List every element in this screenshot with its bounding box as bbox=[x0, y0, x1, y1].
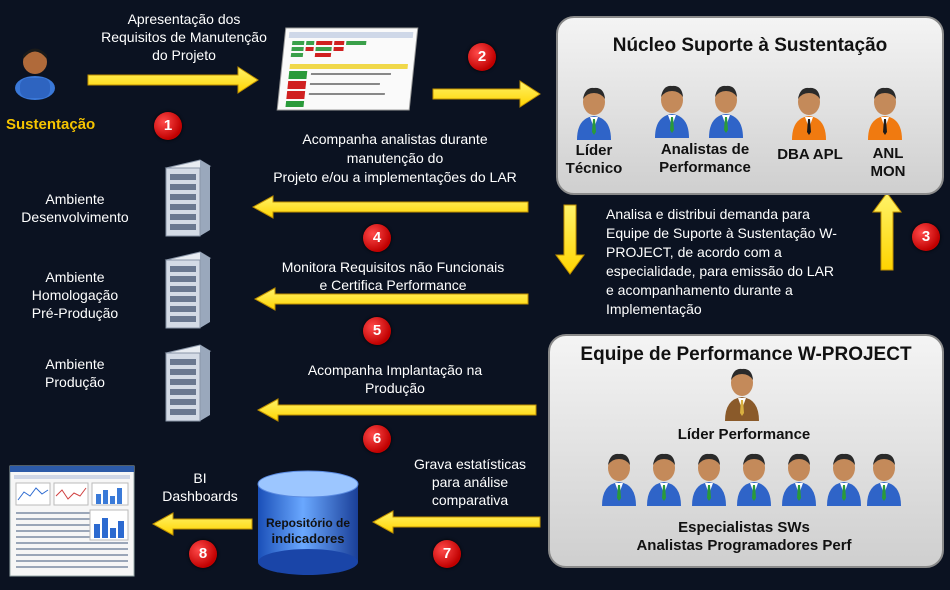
presentation-caption: Apresentação dos Requisitos de Manutençã… bbox=[101, 11, 267, 63]
analista-performance-person-icon bbox=[707, 82, 745, 143]
perf-specialist-person-icon bbox=[600, 450, 638, 511]
step-badge-7: 7 bbox=[433, 540, 461, 568]
role-anl-mon: ANL MON bbox=[870, 145, 906, 180]
perf-specialist-person-icon bbox=[690, 450, 728, 511]
env-homologation-label: Ambiente Homologação Pré-Produção bbox=[31, 269, 119, 321]
arrow-step7 bbox=[371, 510, 541, 534]
role-analistas-performance: Analistas de Performance bbox=[659, 141, 751, 176]
perf-specialist-person-icon bbox=[780, 450, 818, 511]
step6-caption: Acompanha Implantação na Produção bbox=[307, 362, 483, 396]
arrow-step6 bbox=[256, 398, 537, 422]
step-badge-1: 1 bbox=[154, 112, 182, 140]
repository-label: Repositório de indicadores bbox=[265, 516, 350, 546]
step4-caption: Acompanha analistas durante manutenção d… bbox=[273, 131, 517, 185]
perf-team-label: Especialistas SWs Analistas Programadore… bbox=[636, 519, 852, 554]
perf-leader-label: Líder Performance bbox=[677, 426, 811, 443]
step-badge-6: 6 bbox=[363, 425, 391, 453]
core-panel-title: Núcleo Suporte à Sustentação bbox=[612, 35, 888, 56]
perf-specialist-person-icon bbox=[645, 450, 683, 511]
perf-panel-title: Equipe de Performance W-PROJECT bbox=[580, 344, 912, 365]
role-lider-tecnico: Líder Técnico bbox=[565, 142, 623, 177]
server-homologation-icon bbox=[162, 250, 212, 329]
arrow-step2 bbox=[432, 80, 541, 108]
lider-performance-person-icon bbox=[723, 365, 761, 426]
arrow-presentation bbox=[87, 66, 259, 94]
bi-dashboard-screenshot-icon bbox=[9, 465, 135, 581]
step7-caption: Grava estatísticas para análise comparat… bbox=[413, 456, 527, 508]
step-badge-5: 5 bbox=[363, 317, 391, 345]
sustentacao-label: Sustentação bbox=[6, 116, 96, 133]
analysis-caption: Analisa e distribui demanda para Equipe … bbox=[606, 206, 837, 317]
perf-specialist-person-icon bbox=[735, 450, 773, 511]
arrow-up-step3 bbox=[872, 192, 902, 271]
anl-mon-person-icon bbox=[866, 84, 904, 145]
step-badge-8: 8 bbox=[189, 540, 217, 568]
requirements-document-icon bbox=[272, 26, 422, 119]
step-badge-3: 3 bbox=[912, 223, 940, 251]
arrow-down-analysis bbox=[555, 204, 585, 275]
server-production-icon bbox=[162, 343, 212, 422]
perf-specialist-person-icon bbox=[825, 450, 863, 511]
perf-specialist-person-icon bbox=[865, 450, 903, 511]
server-development-icon bbox=[162, 158, 212, 237]
step-badge-2: 2 bbox=[468, 43, 496, 71]
step5-caption: Monitora Requisitos não Funcionais e Cer… bbox=[281, 259, 505, 293]
step-badge-4: 4 bbox=[363, 224, 391, 252]
arrow-step5 bbox=[253, 287, 529, 311]
lider-tecnico-person-icon bbox=[575, 84, 613, 145]
arrow-step4 bbox=[251, 195, 529, 219]
analista-performance-person-icon bbox=[653, 82, 691, 143]
env-development-label: Ambiente Desenvolvimento bbox=[21, 191, 129, 225]
dba-apl-person-icon bbox=[790, 84, 828, 145]
sustentacao-person-icon bbox=[12, 42, 58, 103]
bi-caption: BI Dashboards bbox=[162, 470, 238, 504]
env-production-label: Ambiente Produção bbox=[45, 356, 105, 390]
repository-database-icon bbox=[256, 470, 360, 581]
arrow-step8 bbox=[151, 512, 253, 536]
role-dba-apl: DBA APL bbox=[777, 146, 843, 163]
